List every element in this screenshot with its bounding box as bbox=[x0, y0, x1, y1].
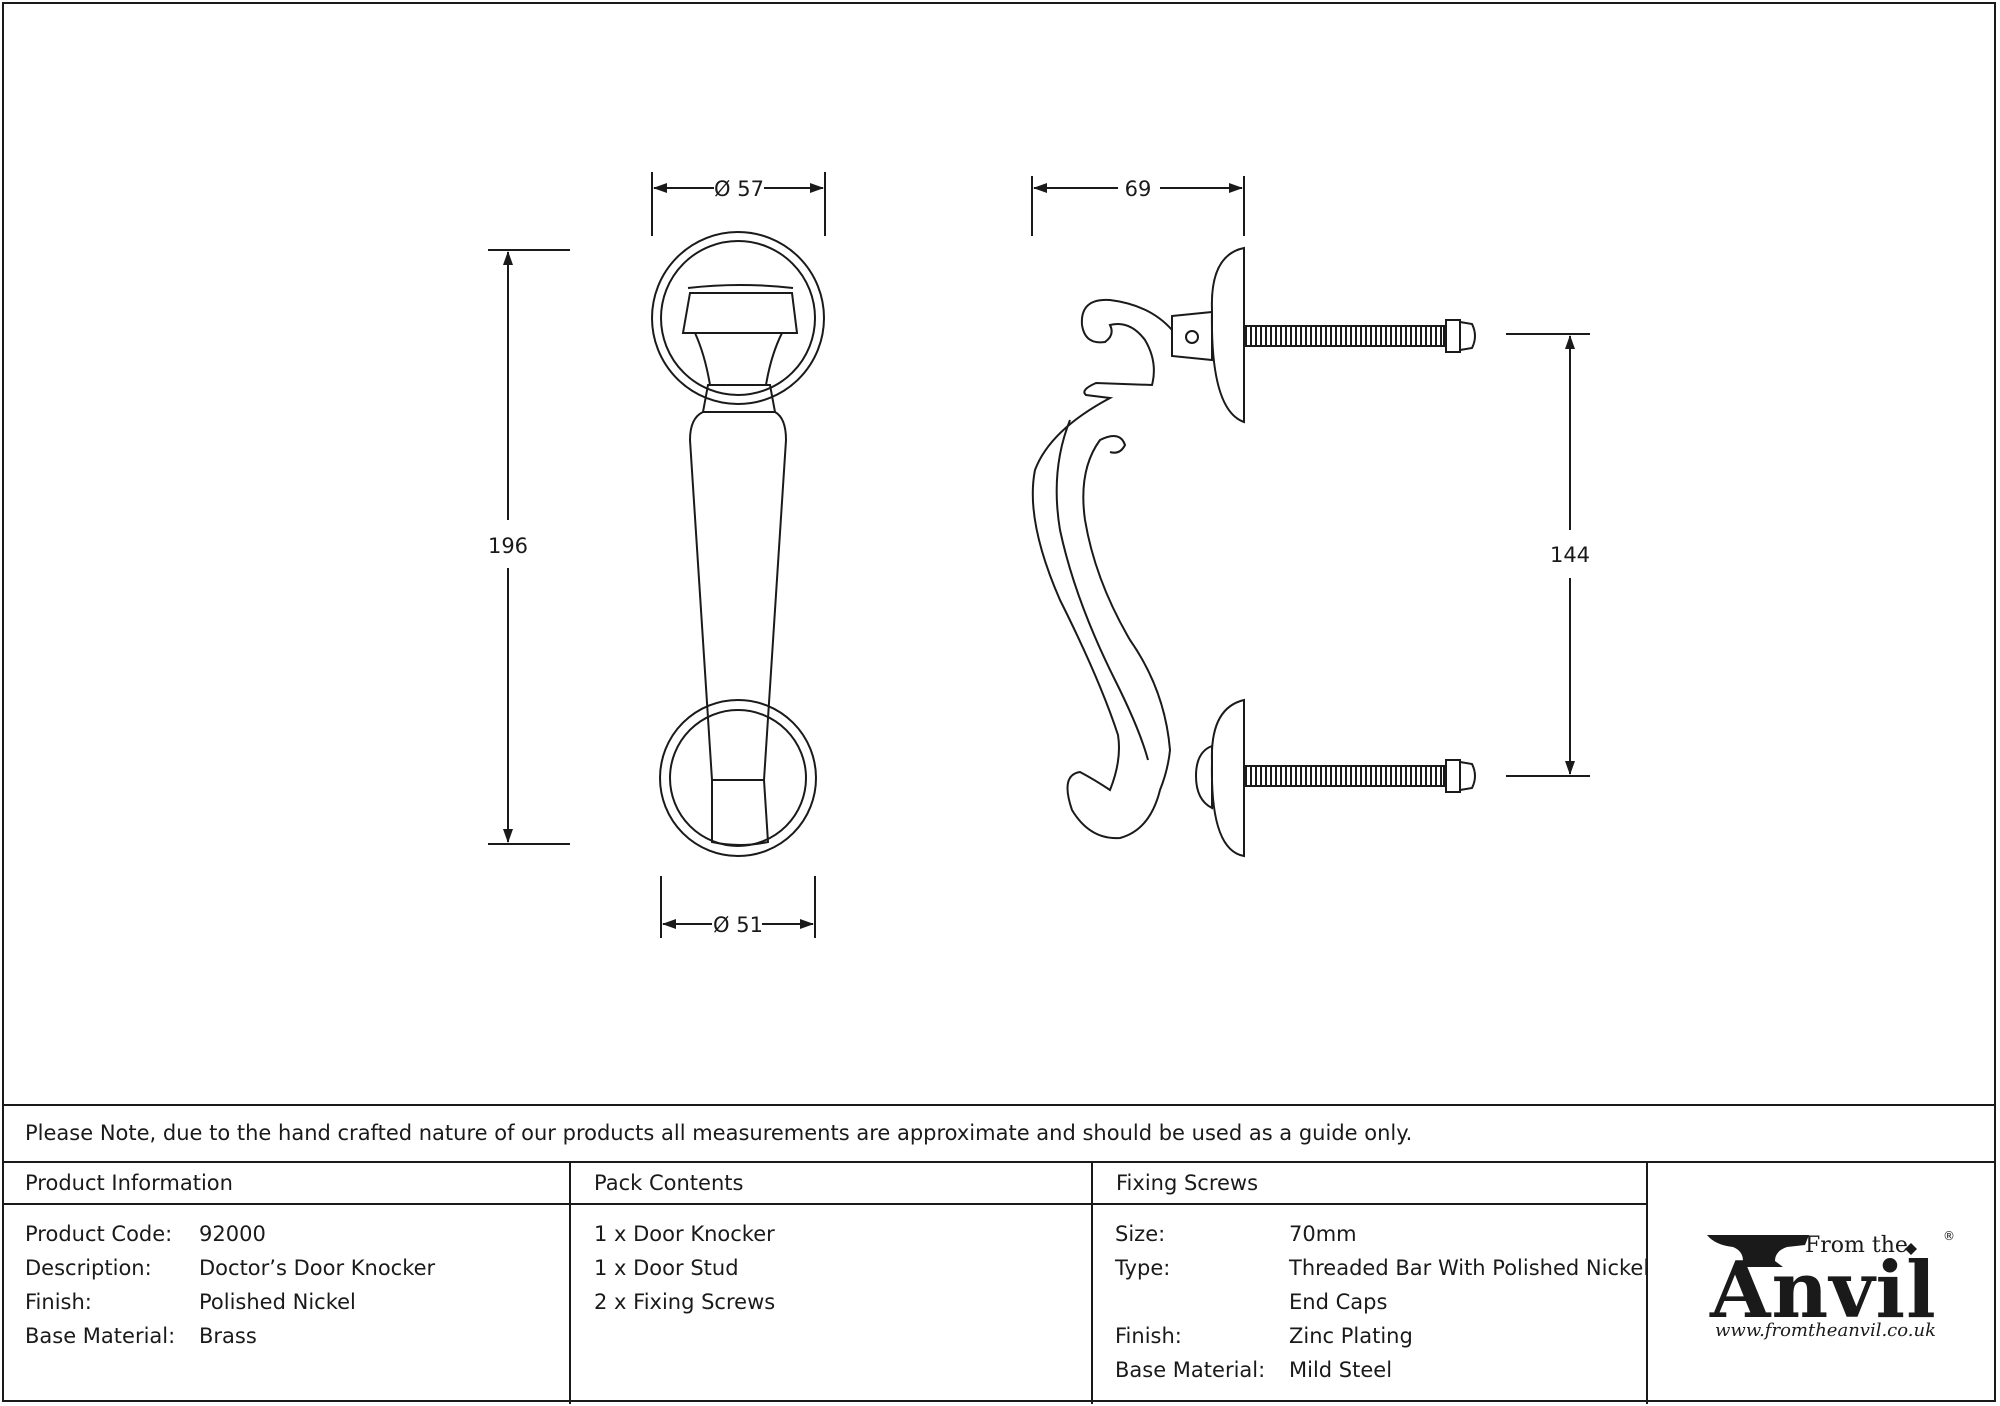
screw-base-material-row: Base Material: Mild Steel bbox=[1115, 1358, 1393, 1382]
description-row: Description: Doctor’s Door Knocker bbox=[25, 1256, 436, 1280]
product-code-row: Product Code: 92000 bbox=[25, 1222, 266, 1246]
dim-bottom-diameter: Ø 51 bbox=[713, 913, 763, 937]
top-backplate bbox=[1210, 246, 1245, 424]
fixing-screws-table: Size: 70mm Type: Threaded Bar With Polis… bbox=[1115, 1217, 1650, 1392]
product-info-table: Product Code: 92000 Description: Doctor’… bbox=[25, 1217, 555, 1357]
screw-type-row: Type: Threaded Bar With Polished Nickel bbox=[1115, 1256, 1650, 1280]
base-material-row: Base Material: Brass bbox=[25, 1324, 257, 1348]
dim-top-diameter: Ø 57 bbox=[714, 177, 764, 201]
dim-centres: 144 bbox=[1550, 543, 1590, 567]
top-end-cap bbox=[1459, 321, 1476, 351]
fixing-screws-heading: Fixing Screws bbox=[1093, 1163, 1646, 1205]
list-item: 2 x Fixing Screws bbox=[594, 1290, 776, 1314]
bottom-end-cap bbox=[1459, 761, 1476, 791]
bottom-threaded-bar bbox=[1243, 765, 1445, 787]
screw-size-row: Size: 70mm bbox=[1115, 1222, 1357, 1246]
list-item: 1 x Door Knocker bbox=[594, 1222, 775, 1246]
divider-2 bbox=[1091, 1163, 1093, 1404]
top-end-cap-nut bbox=[1445, 319, 1461, 353]
top-collar bbox=[701, 384, 777, 413]
handle-body bbox=[688, 411, 788, 781]
top-pivot-lug bbox=[1171, 310, 1213, 362]
technical-drawing: Ø 57 Ø 51 196 bbox=[488, 172, 1590, 938]
product-info-heading: Product Information bbox=[2, 1163, 569, 1205]
measurement-note: Please Note, due to the hand crafted nat… bbox=[2, 1104, 1996, 1163]
screw-type-continued-row: End Caps bbox=[1289, 1290, 1388, 1314]
dim-height: 196 bbox=[488, 534, 528, 558]
pivot-hole bbox=[1185, 330, 1199, 344]
list-item: 1 x Door Stud bbox=[594, 1256, 739, 1280]
door-stud-boss bbox=[1194, 744, 1213, 810]
divider-3 bbox=[1646, 1163, 1648, 1404]
bottom-backplate bbox=[1210, 698, 1245, 858]
top-neck bbox=[694, 332, 783, 386]
dim-depth: 69 bbox=[1125, 177, 1152, 201]
from-the-anvil-logo: From the ® Anvil www.fromtheanvil.co.uk bbox=[1705, 1225, 1955, 1345]
bottom-end-cap-nut bbox=[1445, 759, 1461, 793]
top-threaded-bar bbox=[1243, 325, 1445, 347]
divider-1 bbox=[569, 1163, 571, 1404]
screw-finish-row: Finish: Zinc Plating bbox=[1115, 1324, 1413, 1348]
bottom-rose-inner bbox=[669, 709, 807, 847]
diamond-icon bbox=[1905, 1243, 1917, 1255]
anvil-icon bbox=[1707, 1235, 1809, 1267]
knocker-arm-edge bbox=[1055, 419, 1149, 761]
bottom-rose-outer bbox=[659, 699, 817, 857]
front-view: Ø 57 Ø 51 196 bbox=[488, 172, 826, 938]
top-rose-inner bbox=[660, 240, 816, 396]
top-rose-outer bbox=[651, 231, 825, 405]
finish-row: Finish: Polished Nickel bbox=[25, 1290, 356, 1314]
top-mount bbox=[681, 284, 799, 334]
pack-contents-heading: Pack Contents bbox=[571, 1163, 1091, 1205]
side-view: 69 144 bbox=[1031, 176, 1590, 858]
knocker-arm bbox=[1031, 298, 1173, 840]
bottom-striker bbox=[711, 779, 770, 846]
pack-contents-list: 1 x Door Knocker 1 x Door Stud 2 x Fixin… bbox=[594, 1217, 1074, 1319]
